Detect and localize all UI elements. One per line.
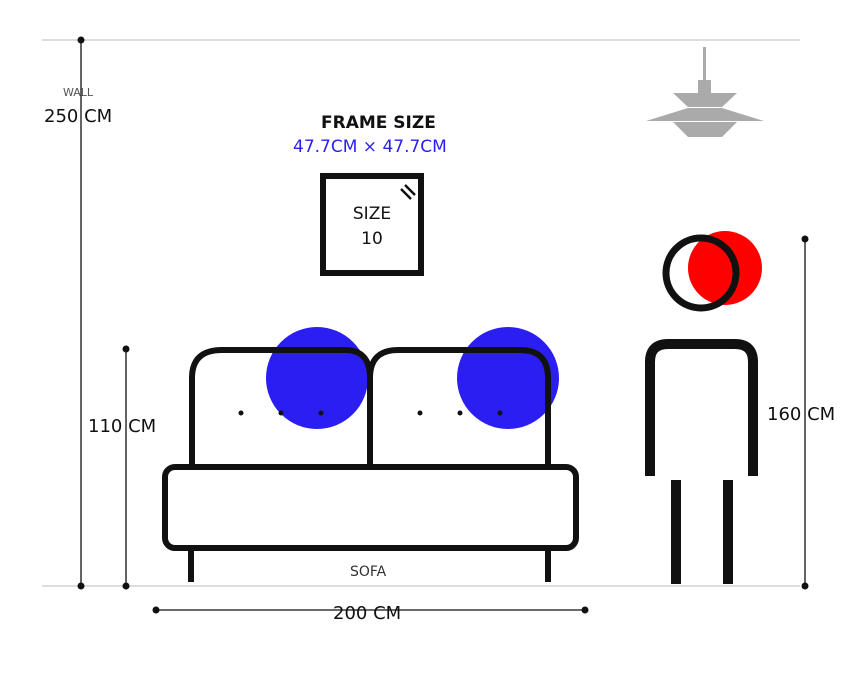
pillow-circles: [266, 327, 559, 429]
sofa-width-dimension: [152, 606, 589, 614]
sofa-label: SOFA: [350, 564, 387, 580]
picture-frame: [320, 173, 424, 276]
frame-dimensions: 47.7CM × 47.7CM: [293, 137, 447, 157]
lamp-icon: [646, 47, 764, 137]
sofa-width-label: 200 CM: [333, 603, 402, 624]
wall-height-dimension: [77, 36, 85, 590]
wall-height-label: 250 CM: [44, 106, 113, 127]
sofa-height-dimension: [122, 345, 130, 590]
frame-size-label: SIZE: [352, 204, 392, 224]
wall-label: WALL: [63, 86, 94, 99]
person-height-dimension: [801, 235, 809, 590]
frame-size-value: 10: [361, 229, 383, 249]
frame-size-title: FRAME SIZE: [321, 113, 436, 133]
sofa-height-label: 110 CM: [88, 416, 157, 437]
person-height-label: 160 CM: [767, 404, 836, 425]
person-icon: [645, 231, 762, 584]
sofa-icon: [162, 347, 579, 582]
